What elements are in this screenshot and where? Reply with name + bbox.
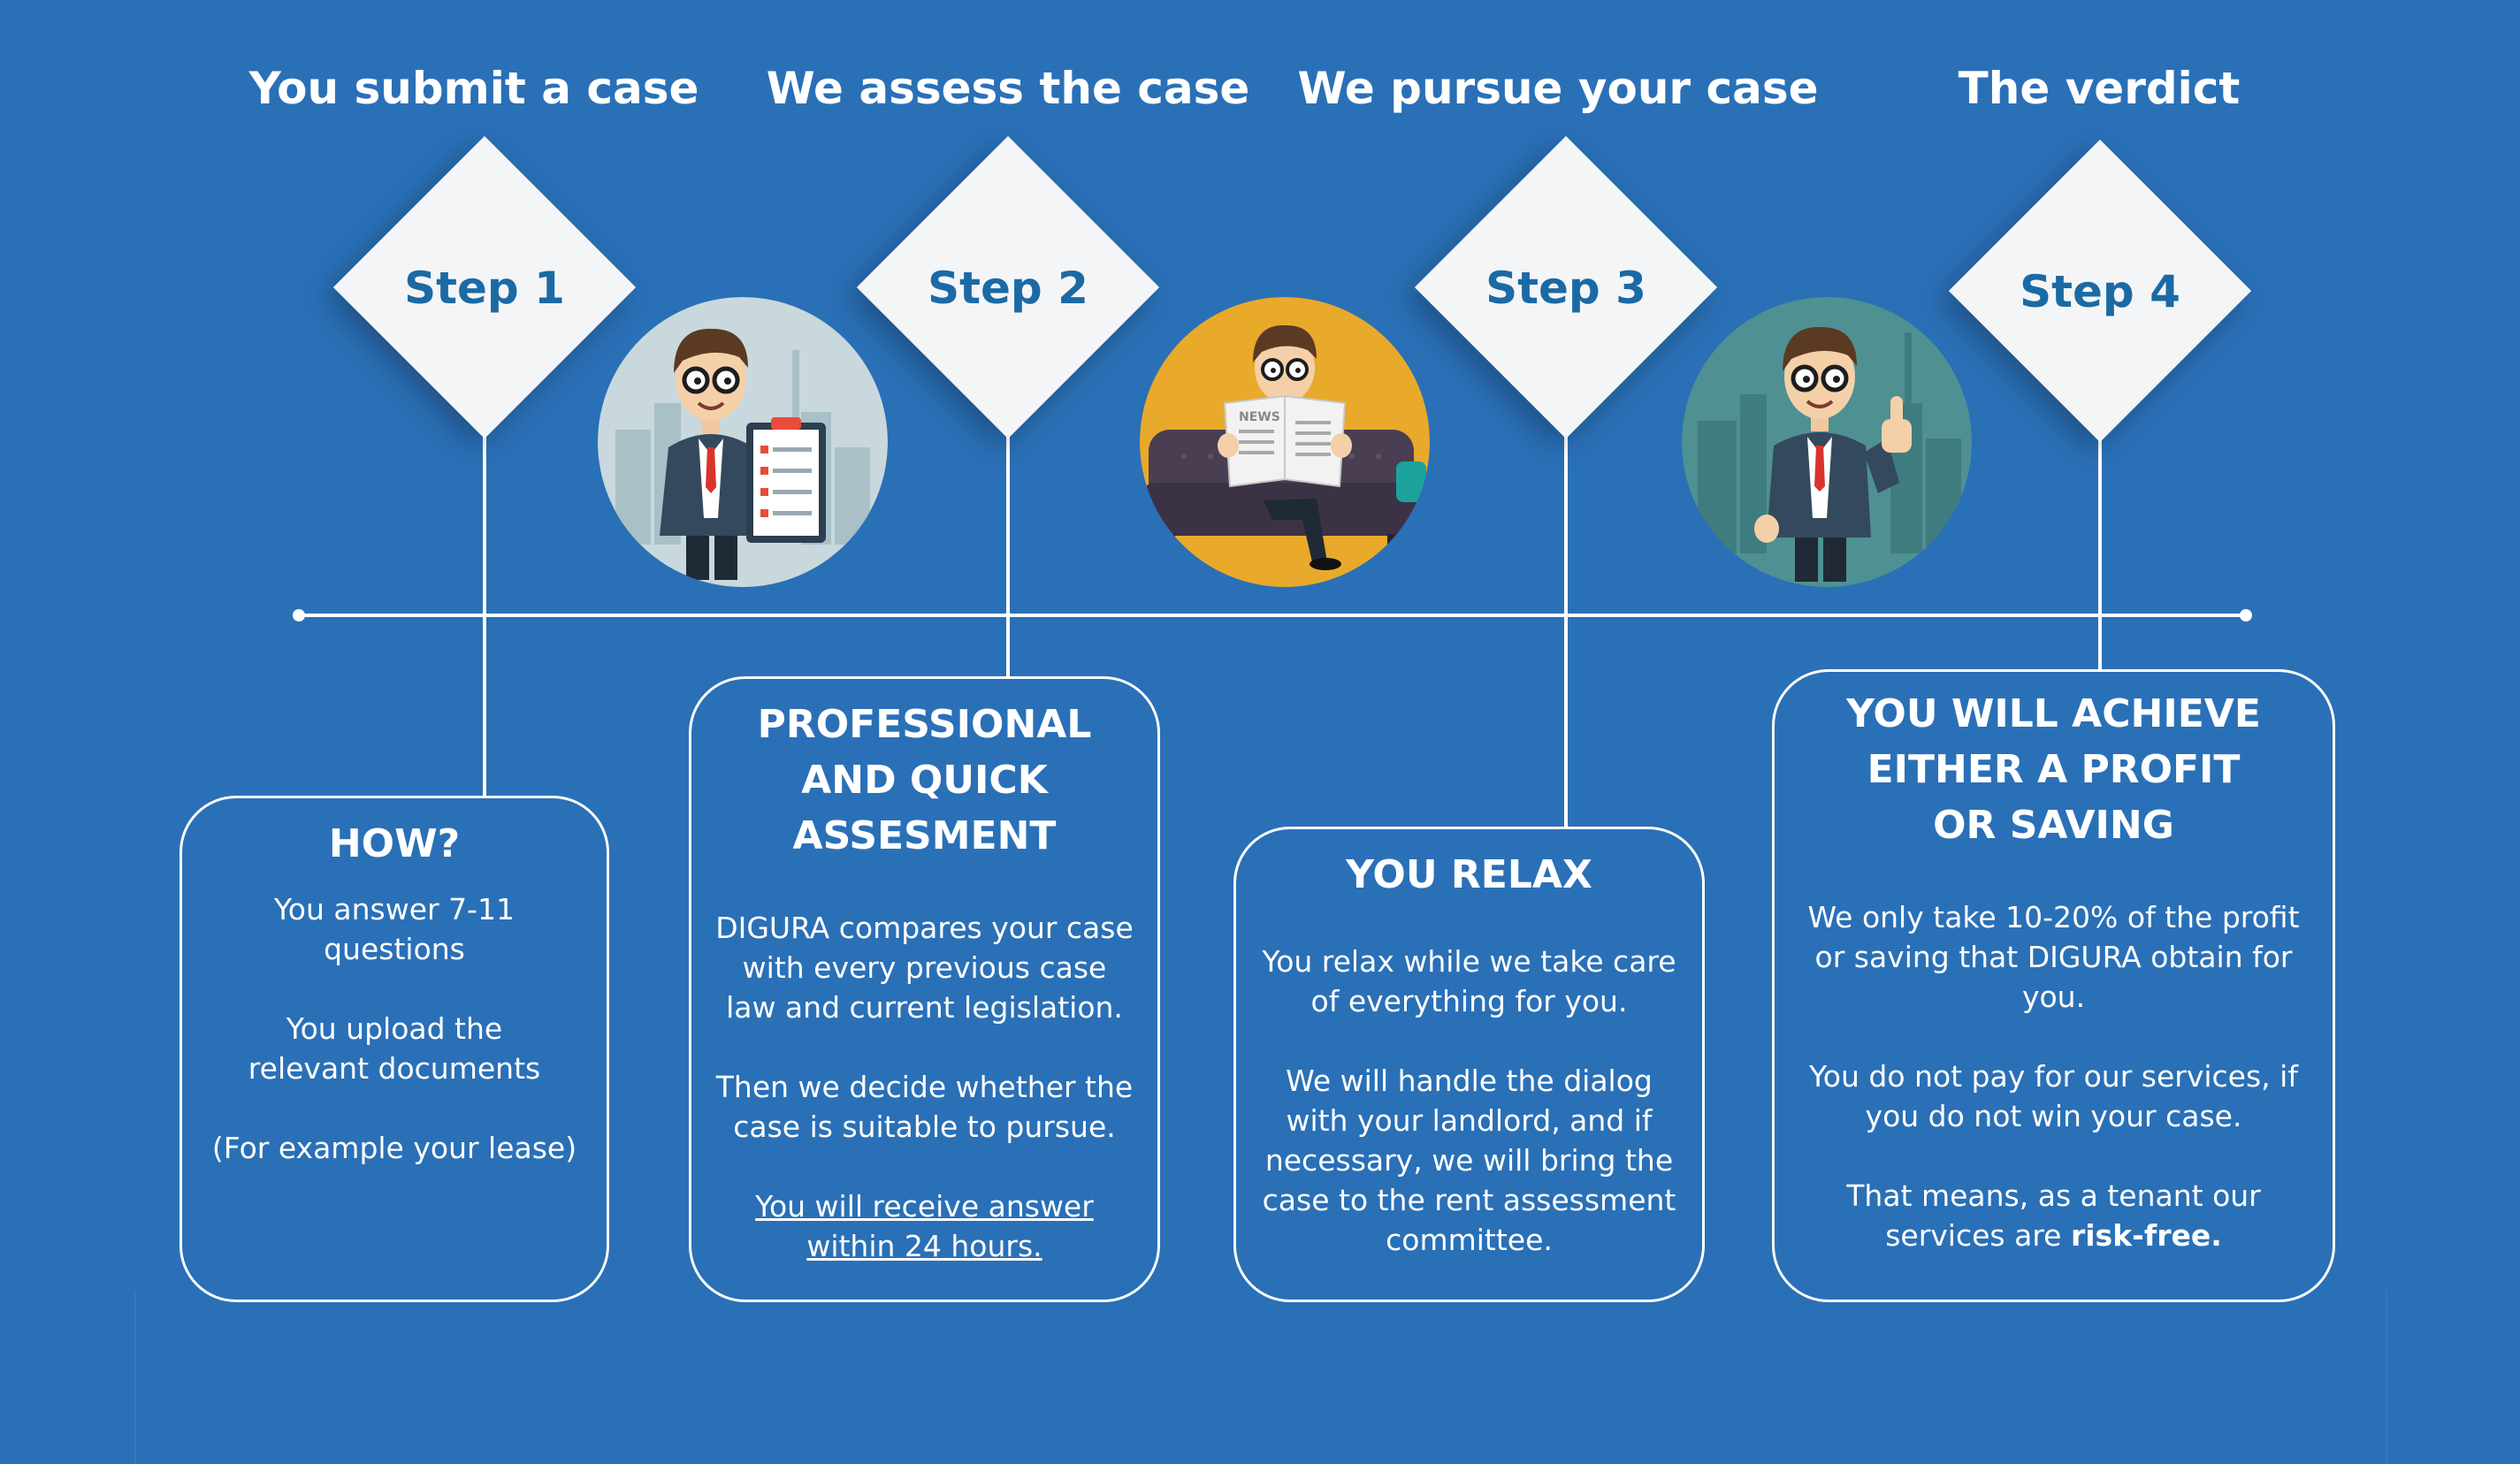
- connector-line-3: [1564, 424, 1568, 827]
- connector-line-2: [1006, 424, 1010, 677]
- step-2-card-text-1: DIGURA compares your case with every pre…: [715, 911, 1134, 1025]
- step-3-label: Step 3: [1485, 263, 1646, 314]
- step-2-card-title: PROFESSIONAL AND QUICK ASSESMENT: [757, 702, 1092, 858]
- step-4-card-text-3: That means, as a tenant our services are…: [1798, 1176, 2310, 1255]
- step-3-card: YOU RELAX You relax while we take care o…: [1233, 827, 1705, 1302]
- step-1-card-text-2: You upload the relevant documents: [248, 1011, 541, 1086]
- newspaper-text: NEWS: [1239, 410, 1280, 424]
- step-2-card-text-2: Then we decide whether the case is suita…: [715, 1070, 1134, 1144]
- step-4-card-text-3-prefix: That means, as a tenant our services are: [1846, 1178, 2261, 1253]
- businessman-thumbs-up-illustration: [1682, 297, 1972, 587]
- timeline-line: [297, 614, 2246, 617]
- step-3-card-text-2: We will handle the dialog with your land…: [1262, 1064, 1676, 1257]
- step-4-card-text-1: We only take 10-20% of the profit or sav…: [1807, 900, 2300, 1014]
- step-1-label: Step 1: [404, 263, 565, 314]
- timeline-end-dot: [2240, 609, 2252, 621]
- timeline-start-dot: [293, 609, 305, 621]
- step-1-card-text-1: You answer 7-11 questions: [274, 892, 515, 966]
- step-4-card: YOU WILL ACHIEVE EITHER A PROFIT OR SAVI…: [1772, 669, 2335, 1302]
- left-edge-mark: [134, 1291, 136, 1464]
- step-4-label: Step 4: [2020, 266, 2180, 317]
- step-4-card-text-2: You do not pay for our services, if you …: [1809, 1059, 2298, 1133]
- step-4-heading: The verdict: [1958, 63, 2241, 114]
- connector-line-4: [2098, 424, 2102, 672]
- step-4-card-title: YOU WILL ACHIEVE EITHER A PROFIT OR SAVI…: [1846, 691, 2261, 848]
- risk-free-emphasis: risk-free.: [2070, 1218, 2222, 1253]
- step-1-card-title: HOW?: [328, 821, 461, 866]
- step-3-card-title: YOU RELAX: [1346, 852, 1592, 897]
- step-1-heading: You submit a case: [248, 63, 699, 114]
- right-edge-mark: [2386, 1291, 2387, 1464]
- step-1-card: HOW? You answer 7-11 questions You uploa…: [179, 796, 609, 1302]
- businessman-reading-newspaper-illustration: NEWS: [1140, 297, 1430, 587]
- step-2-card: PROFESSIONAL AND QUICK ASSESMENT DIGURA …: [689, 676, 1160, 1302]
- step-3-card-text-1: You relax while we take care of everythi…: [1262, 944, 1676, 1018]
- step-3-heading: We pursue your case: [1297, 63, 1819, 114]
- step-2-label: Step 2: [928, 263, 1088, 314]
- step-2-card-link[interactable]: You will receive answer within 24 hours.: [755, 1189, 1094, 1263]
- step-2-heading: We assess the case: [766, 63, 1250, 114]
- businessman-clipboard-illustration: [598, 297, 888, 587]
- connector-line-1: [483, 424, 486, 797]
- step-1-card-text-3: (For example your lease): [211, 1131, 577, 1165]
